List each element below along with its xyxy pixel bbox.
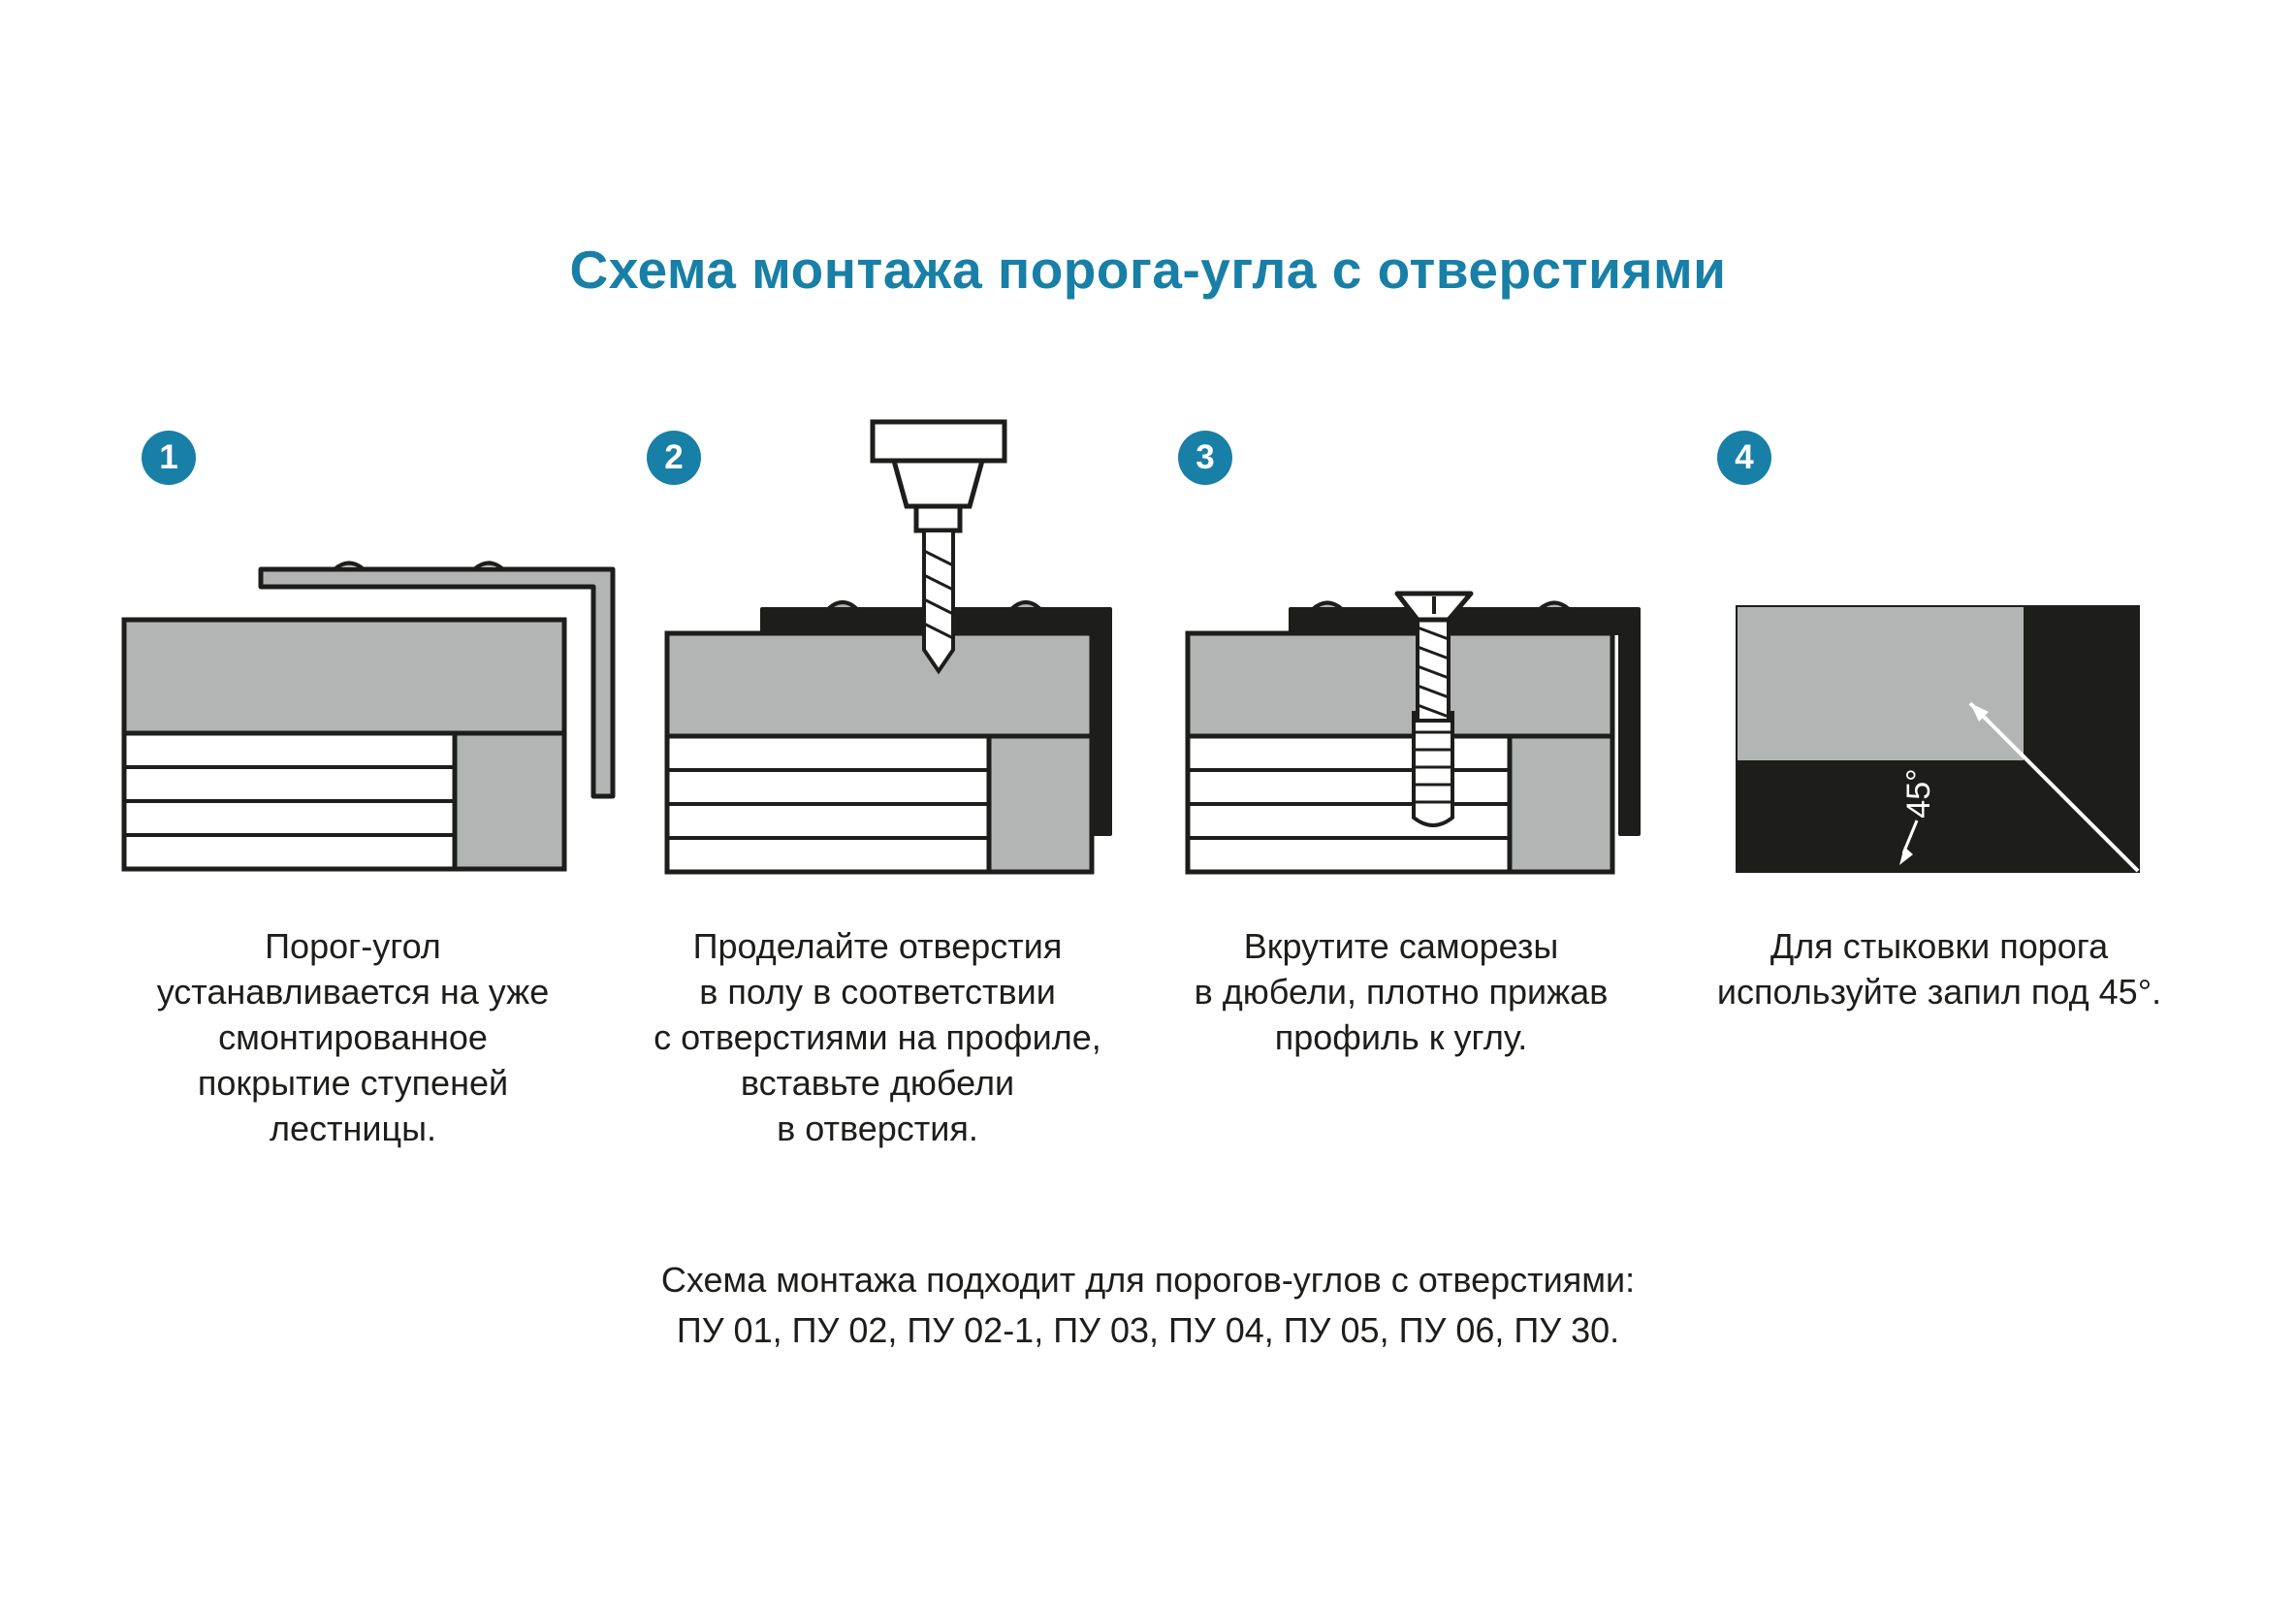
step-2-illustration (664, 419, 1112, 875)
stair-nose-block (986, 733, 1095, 875)
corner-profile-icon (760, 607, 1112, 836)
corner-profile-icon (1289, 607, 1641, 836)
step-3-number: 3 (1178, 431, 1232, 485)
floor-covering (1185, 630, 1615, 739)
step-1-number: 1 (142, 431, 196, 485)
step-4-illustration: 45° (1736, 605, 2140, 873)
step-1-caption: Порог-угол устанавливается на уже смонти… (156, 926, 550, 1148)
profile-hole-bump (1534, 600, 1575, 611)
miter-arrowhead (1970, 703, 1989, 722)
step-2-number: 2 (647, 431, 701, 485)
angle-arrowhead (1899, 847, 1913, 865)
floor-covering (664, 630, 1095, 739)
corner-profile-icon (258, 566, 616, 799)
drill-collar (913, 503, 963, 533)
screw-thread (1417, 664, 1450, 680)
profile-hole-bump (329, 561, 369, 571)
screw-thread (1417, 684, 1450, 699)
profile-hole-bump (468, 561, 509, 571)
drill-chuck-taper (890, 458, 986, 509)
step-4-caption: Для стыковки порога используйте запил по… (1716, 926, 2162, 1012)
stair-nose-block (1507, 733, 1615, 875)
step-3-caption: Вкрутите саморезы в дюбели, плотно прижа… (1194, 926, 1609, 1057)
dowel-icon (1412, 711, 1454, 827)
step-3-illustration (1185, 591, 1641, 875)
miter-joint-line (1968, 701, 2140, 873)
drill-flute (923, 597, 954, 616)
angle-label: 45° (1900, 768, 1937, 818)
step-4-number: 4 (1717, 431, 1771, 485)
miter-profile-surface (1738, 607, 2024, 760)
screw-thread (1417, 645, 1450, 660)
profile-hole-bump (1307, 600, 1348, 611)
drill-chuck-top (870, 419, 1007, 464)
drill-flute (923, 622, 954, 640)
drill-flute (923, 549, 954, 567)
footer-note: Схема монтажа подходит для порогов-углов… (660, 1260, 1636, 1350)
profile-hole-bump (822, 600, 863, 611)
step-1-illustration (121, 561, 616, 872)
step-2-caption: Проделайте отверстия в полу в соответств… (654, 926, 1101, 1148)
floor-covering (121, 617, 567, 736)
profile-hole-bump (1005, 600, 1046, 611)
screw-thread (1417, 626, 1450, 641)
drill-flute (923, 573, 954, 592)
page-title: Схема монтажа порога-угла с отверстиями (569, 240, 1727, 300)
stair-nose-block (452, 730, 567, 872)
screw-thread (1417, 703, 1450, 719)
